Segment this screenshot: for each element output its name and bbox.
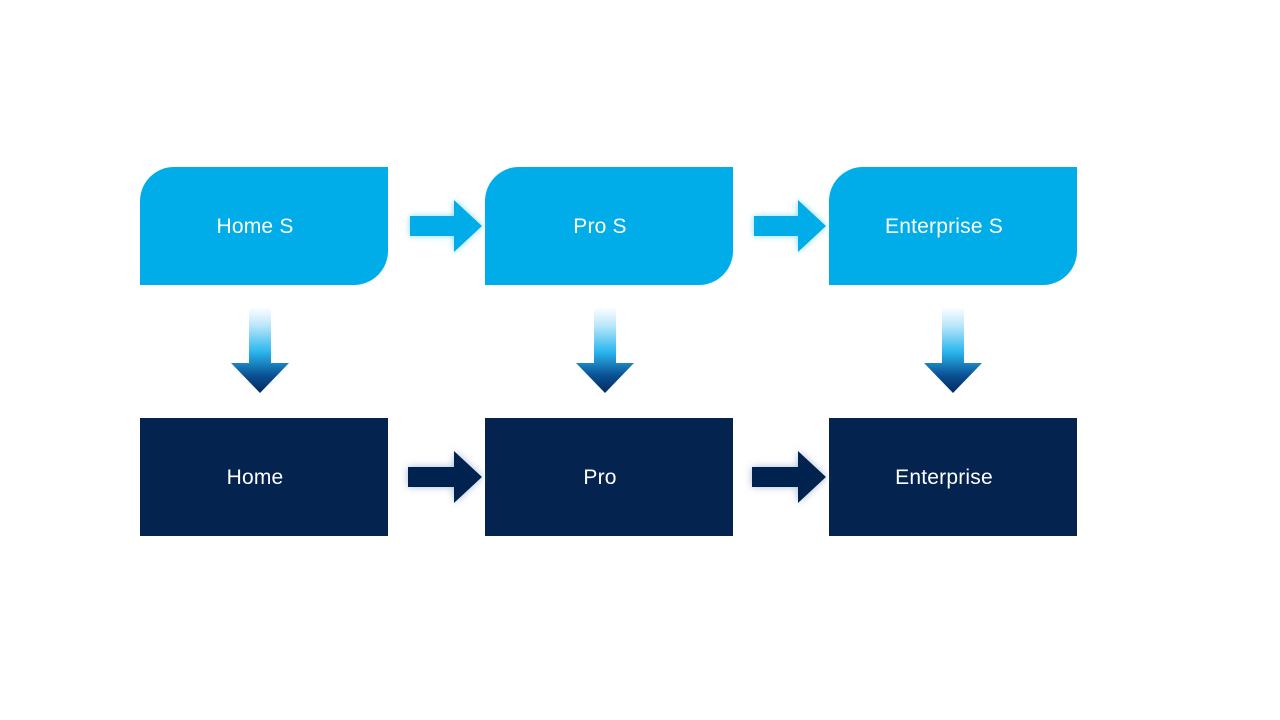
arrow-right-icon xyxy=(754,200,826,252)
arrow-right-icon xyxy=(410,200,482,252)
node-pro-label: Pro xyxy=(583,465,617,489)
arrow-enterprise-s-to-enterprise xyxy=(918,305,988,397)
node-home-s-label: Home S xyxy=(216,214,294,238)
arrow-home-to-pro xyxy=(404,447,484,507)
arrow-down-icon xyxy=(576,307,634,393)
node-enterprise-s[interactable]: Enterprise S xyxy=(829,167,1077,285)
node-home-label: Home xyxy=(226,465,284,489)
node-pro-s[interactable]: Pro S xyxy=(485,167,733,285)
node-pro-s-label: Pro S xyxy=(573,214,627,238)
arrow-right-icon xyxy=(752,451,826,503)
node-home-s[interactable]: Home S xyxy=(140,167,388,285)
arrow-down-icon xyxy=(924,307,982,393)
node-pro[interactable]: Pro xyxy=(485,418,733,536)
arrow-pro-s-to-pro xyxy=(570,305,640,397)
arrow-down-icon xyxy=(231,307,289,393)
arrow-pro-s-to-enterprise-s xyxy=(752,196,828,256)
node-home[interactable]: Home xyxy=(140,418,388,536)
node-enterprise-label: Enterprise xyxy=(895,465,993,489)
arrow-right-icon xyxy=(408,451,482,503)
arrow-pro-to-enterprise xyxy=(748,447,828,507)
node-enterprise[interactable]: Enterprise xyxy=(829,418,1077,536)
arrow-home-s-to-pro-s xyxy=(408,196,484,256)
arrow-home-s-to-home xyxy=(225,305,295,397)
node-enterprise-s-label: Enterprise S xyxy=(885,214,1003,238)
